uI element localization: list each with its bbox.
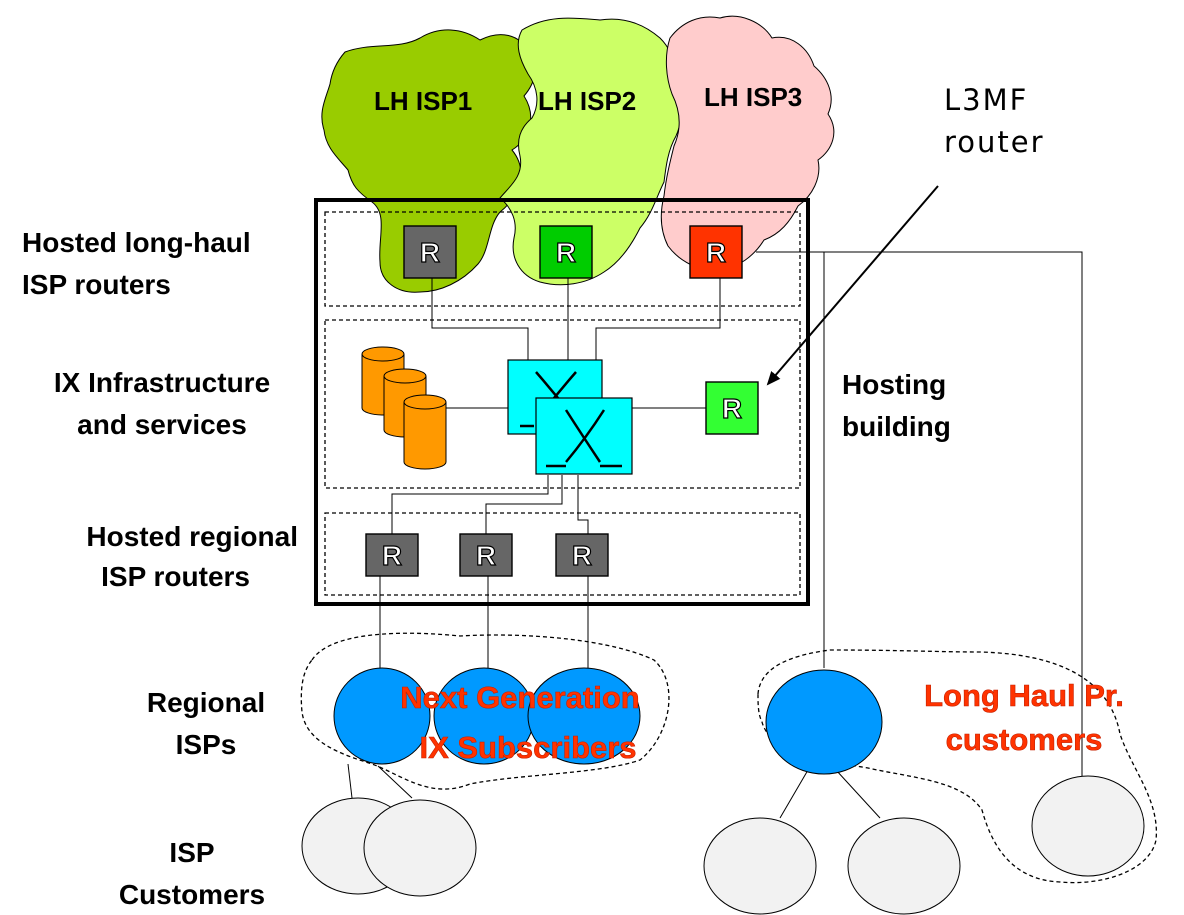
router-regional-1[interactable]: R (365, 533, 419, 577)
isp-customers-label-line1: ISP (169, 837, 214, 868)
router-regional-2[interactable]: R (459, 533, 513, 577)
hosting-building-label-line1: Hosting (842, 369, 946, 400)
regional-isp-circle-1[interactable] (333, 667, 431, 765)
lh-isp1-cloud (321, 29, 536, 293)
router-label: R (556, 237, 576, 268)
router-lh-isp3[interactable]: R (689, 225, 743, 279)
long-haul-customers-group-outline (757, 649, 1157, 884)
isp-customer-circle-2[interactable] (363, 799, 477, 897)
storage-cylinder-3 (403, 394, 447, 470)
lh-isp3-cloud (660, 15, 835, 271)
lh-customer-circle-2[interactable] (847, 817, 961, 915)
lh-isp1-label: LH ISP1 (374, 86, 472, 116)
lh-customer-circle-1[interactable] (703, 817, 817, 915)
hosting-building-label-line2: building (842, 411, 951, 442)
ix-infrastructure-label-line2: and services (77, 409, 247, 440)
router-label: R (572, 540, 592, 571)
isp-customers-label-line2: Customers (119, 879, 265, 910)
l3mf-label-line1: L3MF (944, 83, 1028, 117)
hosting-building-box (314, 198, 810, 606)
lh-customer-circle-3[interactable] (1031, 775, 1145, 877)
longhaul-routers-label-line2: ISP routers (22, 269, 171, 300)
long-haul-customer-isp-circle[interactable] (765, 669, 883, 775)
router-lh-isp1[interactable]: R (403, 225, 457, 279)
router-regional-3[interactable]: R (555, 533, 609, 577)
regional-isp-circle-3[interactable] (527, 667, 641, 765)
ngix-subscribers-label-line2: IX Subscribers (419, 730, 636, 765)
l3mf-router[interactable]: R (705, 381, 759, 435)
lh-isp2-label: LH ISP2 (538, 86, 636, 116)
connection-lines (347, 251, 1083, 819)
regional-isps-label-line1: Regional (147, 687, 265, 718)
regional-isps-label-line2: ISPs (176, 729, 237, 760)
regional-routers-label-line2: ISP routers (101, 561, 250, 592)
longhaul-router-zone (324, 211, 801, 307)
lh-isp3-label: LH ISP3 (704, 82, 802, 112)
long-haul-customers-label-line2: customers (946, 722, 1103, 757)
longhaul-routers-label-line1: Hosted long-haul (22, 227, 251, 258)
ngix-subscribers-label-line1: Next Generation (400, 680, 639, 715)
router-label: R (722, 393, 742, 424)
router-lh-isp2[interactable]: R (539, 225, 593, 279)
l3mf-pointer-arrow (766, 185, 939, 386)
lh-isp2-cloud (499, 17, 682, 286)
router-label: R (420, 237, 440, 268)
router-label: R (382, 540, 402, 571)
ix-switch-front[interactable] (535, 397, 633, 475)
regional-router-zone (324, 512, 801, 596)
ngix-subscribers-group-outline (300, 632, 670, 790)
long-haul-customers-label-line1: Long Haul Pr. (924, 678, 1124, 713)
router-label: R (706, 237, 726, 268)
l3mf-label-line2: router (944, 125, 1045, 159)
ix-infrastructure-label-line1: IX Infrastructure (54, 367, 270, 398)
regional-routers-label-line1: Hosted regional (86, 521, 298, 552)
router-label: R (476, 540, 496, 571)
